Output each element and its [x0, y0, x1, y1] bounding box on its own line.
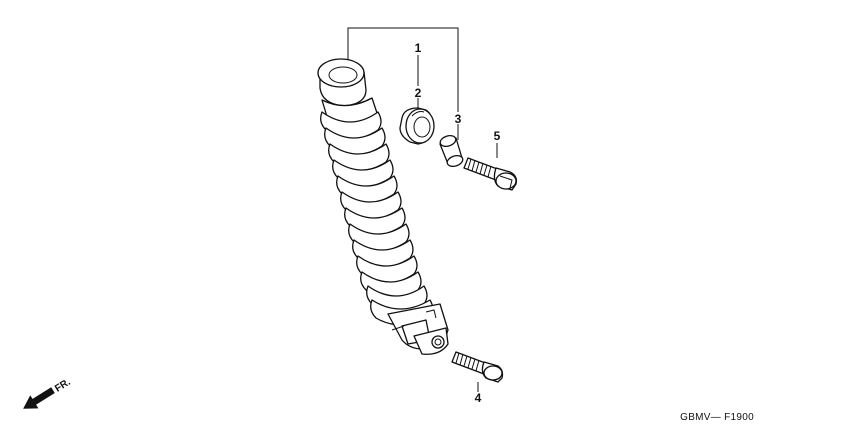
callout-3: 3 — [455, 112, 462, 126]
callout-labels: 1 2 3 4 5 — [415, 41, 501, 405]
callout-1: 1 — [415, 41, 422, 55]
bolt-5 — [463, 157, 518, 191]
spring-coils — [320, 111, 434, 326]
leader-lines — [347, 27, 498, 392]
diagram-code: GBMV— F1900 — [680, 412, 754, 423]
shock-absorber — [317, 58, 449, 355]
collar — [439, 134, 464, 168]
callout-4: 4 — [475, 391, 482, 405]
rubber-bush — [399, 107, 435, 145]
bolt-4 — [451, 351, 504, 383]
front-label: FR. — [53, 377, 73, 395]
callout-2: 2 — [415, 86, 422, 100]
callout-5: 5 — [494, 129, 501, 143]
front-direction-arrow: FR. — [23, 377, 73, 409]
